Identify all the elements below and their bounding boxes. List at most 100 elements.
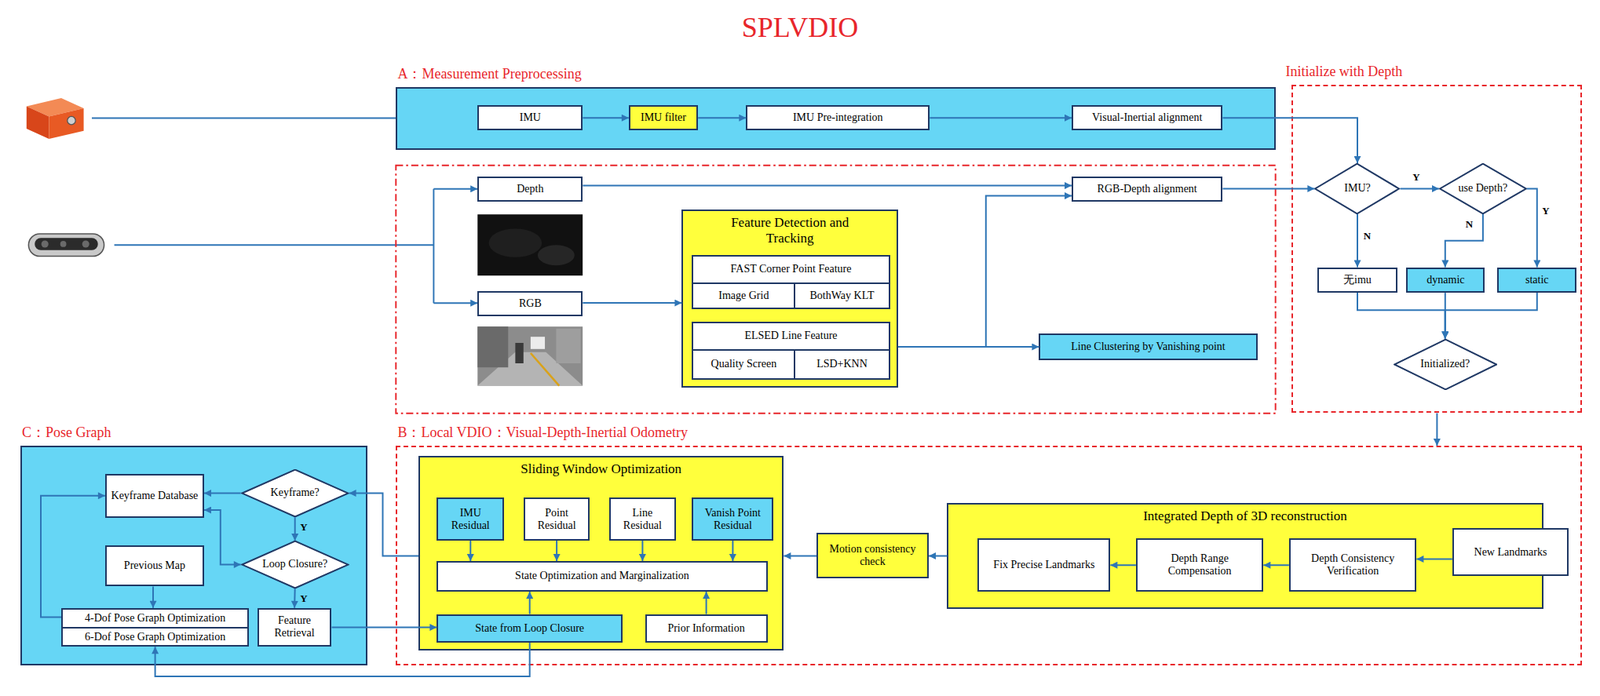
title-bar: SPLVDIO <box>0 10 1600 44</box>
edge-label-box: N <box>1363 228 1371 243</box>
process-box: IMU Residual <box>436 497 505 541</box>
camera-wire <box>433 188 478 190</box>
node-text: 4-Dof Pose Graph Optimization <box>84 612 226 625</box>
process-box: static <box>1497 267 1577 294</box>
rgb-object <box>515 343 523 364</box>
connector-arrow <box>204 510 242 566</box>
edge-label: Y <box>1412 171 1420 183</box>
decision-diamond: use Depth? <box>1439 163 1527 215</box>
node-text: Previous Map <box>124 559 186 573</box>
process-box: Visual-Inertial alignment <box>1071 105 1223 132</box>
node-text: IMU Residual <box>441 507 500 533</box>
edge-label-box: N <box>1465 216 1473 231</box>
process-box: LSD+KNN <box>793 349 890 380</box>
process-box: Depth <box>477 176 583 203</box>
node-text: 无imu <box>1343 273 1372 287</box>
rgb-wall <box>555 328 581 364</box>
process-box: IMU Pre-integration <box>745 105 930 132</box>
rgb-wall <box>477 326 508 368</box>
connector-arrow <box>582 116 629 119</box>
connector-arrow <box>40 496 106 618</box>
process-box: Depth Consistency Verification <box>1289 538 1418 592</box>
stage-region: Initialize with DepthIMU?use Depth?无imud… <box>1291 84 1583 414</box>
group-box: Sliding Window OptimizationIMU ResidualP… <box>418 456 784 651</box>
node-text: Line Clustering by Vanishing point <box>1070 340 1226 354</box>
connector-arrow <box>1222 117 1358 164</box>
connector-arrow <box>1526 189 1538 268</box>
decision-diamond: Initialized? <box>1393 339 1498 391</box>
node-text: LSD+KNN <box>816 357 868 371</box>
node-text: RGB-Depth alignment <box>1097 182 1198 196</box>
connector-arrow <box>332 627 438 629</box>
connector-arrow <box>705 591 708 615</box>
camera-lens <box>82 240 90 248</box>
node-text: BothWay KLT <box>810 289 875 303</box>
process-box: 6-Dof Pose Graph Optimization <box>61 627 249 647</box>
imu-front <box>48 108 84 139</box>
connector-arrow <box>529 591 531 615</box>
connector-arrow <box>582 185 1072 187</box>
connector-arrow <box>1445 214 1484 268</box>
node-text: IMU Pre-integration <box>792 111 884 125</box>
process-box: IMU <box>477 105 583 132</box>
camera-wire <box>433 302 478 304</box>
process-box: New Landmarks <box>1452 528 1569 577</box>
process-box: Previous Map <box>105 545 205 587</box>
connector-arrow <box>929 116 1072 119</box>
node-text: Keyframe? <box>270 486 320 500</box>
process-box: Prior Information <box>645 614 768 643</box>
section-heading: C：Pose Graph <box>21 423 366 443</box>
camera-lens <box>41 240 49 248</box>
diagram-title: SPLVDIO <box>741 11 859 44</box>
node-text: Motion consistency check <box>821 543 925 569</box>
node-text: Feature Retrieval <box>262 614 328 640</box>
camera-wire <box>432 189 435 304</box>
decision-diamond: Keyframe? <box>241 469 350 518</box>
rgb-ground <box>477 326 583 386</box>
process-box: Keyframe Database <box>105 474 205 519</box>
process-box: RGB-Depth alignment <box>1071 176 1223 203</box>
connector-arrow <box>582 302 682 304</box>
node-text: Visual-Inertial alignment <box>1092 111 1202 125</box>
connector-arrow <box>1416 558 1453 560</box>
connector-arrow <box>928 555 947 558</box>
process-box: 无imu <box>1317 267 1397 294</box>
edge-label-box: Y <box>299 591 307 606</box>
connector-arrow <box>1356 214 1359 268</box>
connector-arrow <box>469 540 472 562</box>
connector-arrow <box>1445 292 1538 340</box>
connector-arrow <box>1435 413 1438 447</box>
edge-label-box: Y <box>1541 203 1549 218</box>
node-text: RGB <box>518 297 542 311</box>
process-box: Feature Retrieval <box>257 608 333 647</box>
connector-arrow <box>294 517 296 541</box>
node-text: 6-Dof Pose Graph Optimization <box>84 631 226 644</box>
process-box: State Optimization and Marginalization <box>436 561 768 592</box>
process-box: 4-Dof Pose Graph Optimization <box>61 608 249 630</box>
depth-shade <box>537 244 575 266</box>
process-box: Line Residual <box>609 497 676 541</box>
node-text: static <box>1525 273 1549 287</box>
edge-label: N <box>1465 218 1473 231</box>
camera-wire <box>114 244 435 246</box>
imu-side <box>26 105 50 139</box>
process-box: dynamic <box>1406 267 1485 294</box>
node-text: ELSED Line Feature <box>744 329 837 343</box>
node-text: Depth <box>516 182 544 196</box>
edge-label: Y <box>299 592 307 605</box>
process-box: Fix Precise Landmarks <box>977 538 1111 592</box>
diamond-shape <box>241 470 348 518</box>
node-text: Prior Information <box>667 622 745 636</box>
node-text: FAST Corner Point Feature <box>730 263 852 276</box>
connector-arrow <box>1222 188 1315 190</box>
connector-arrow <box>1400 188 1440 190</box>
process-box: Point Residual <box>523 497 591 541</box>
node-text: State Optimization and Marginalization <box>515 569 690 583</box>
stage-panel: C：Pose GraphKeyframe DatabaseKeyframe?Lo… <box>20 445 368 666</box>
node-text: State from Loop Closure <box>474 622 585 636</box>
node-text: IMU filter <box>640 111 687 125</box>
process-box: BothWay KLT <box>793 282 890 310</box>
depth-shade <box>489 228 543 257</box>
process-box: Line Clustering by Vanishing point <box>1038 333 1257 361</box>
stage-region: B：Local VDIO：Visual-Depth-Inertial Odome… <box>395 445 1582 666</box>
